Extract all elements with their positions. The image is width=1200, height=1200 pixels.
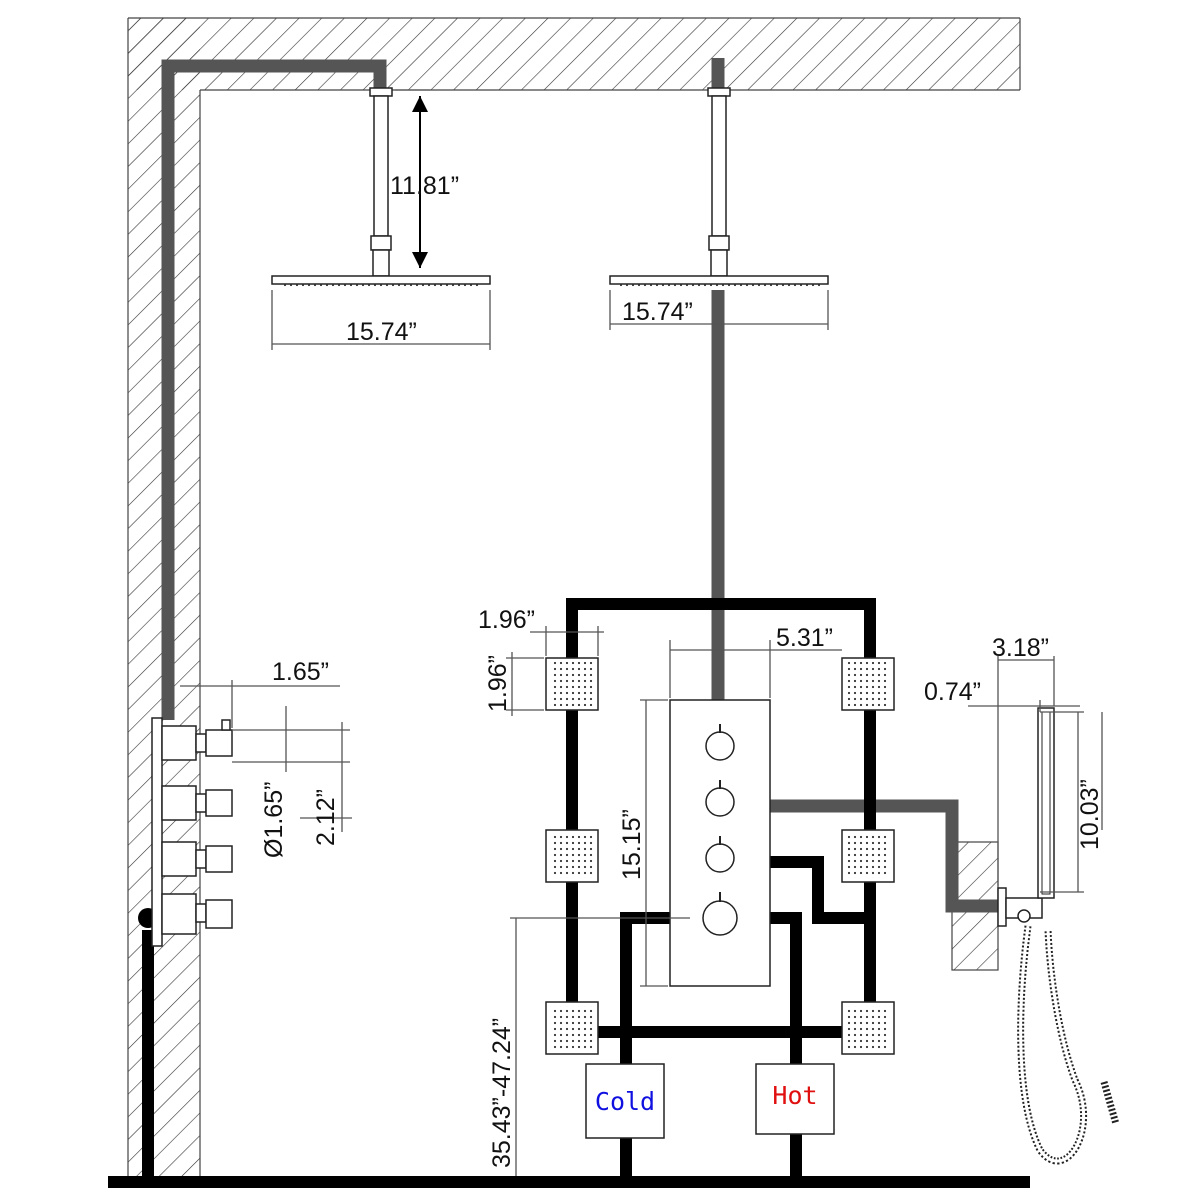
knob-side-icon <box>195 789 233 817</box>
dim-holder-depth: 0.74” <box>924 678 981 706</box>
knob-side-icon <box>195 845 233 873</box>
handheld-shower <box>997 707 1120 1165</box>
ceiling-wall <box>128 17 1021 91</box>
body-jets <box>545 657 895 1055</box>
dim-jet-height: 1.96” <box>484 655 512 712</box>
valve-panel <box>669 699 771 987</box>
dim-handheld-offset: 3.18” <box>992 634 1049 662</box>
shower-head-left <box>271 275 491 288</box>
dim-knob-spacing: 2.12” <box>312 789 340 846</box>
body-jet-icon <box>545 829 599 883</box>
body-jet-icon <box>841 829 895 883</box>
body-jet-icon <box>545 1001 599 1055</box>
body-jet-icon <box>841 1001 895 1055</box>
cold-label: Cold <box>595 1087 655 1116</box>
hot-label: Hot <box>772 1081 817 1110</box>
dim-head-right-width: 15.74” <box>622 298 693 326</box>
pipe-handheld-feed <box>770 799 998 913</box>
dim-panel-height: 15.15” <box>618 809 646 880</box>
dim-side-protrusion: 1.65” <box>272 658 329 686</box>
knob-icon <box>705 724 735 761</box>
shower-arm-right <box>707 87 731 277</box>
knob-icon <box>705 836 735 873</box>
knob-icon <box>702 892 738 936</box>
dimension-lines <box>180 89 1103 1176</box>
pipe-left-ceiling <box>161 59 387 720</box>
knob-side-icon <box>195 899 233 929</box>
floor-line <box>108 1176 1030 1188</box>
valve-side-view <box>151 717 233 947</box>
dim-valve-height: 35.43”-47.24” <box>488 1018 516 1168</box>
dim-jet-width: 1.96” <box>478 606 535 634</box>
knob-icon <box>705 780 735 817</box>
hot-inlet: Hot <box>755 1063 835 1135</box>
cold-inlet: Cold <box>585 1063 665 1139</box>
shower-arm-left <box>369 87 393 277</box>
dim-head-left-width: 15.74” <box>346 318 417 346</box>
dim-knob-diameter: Ø1.65” <box>260 782 288 858</box>
knob-side-icon <box>195 729 233 757</box>
dim-handheld-length: 10.03” <box>1076 779 1104 850</box>
body-jet-icon <box>841 657 895 711</box>
dim-panel-width: 5.31” <box>776 624 833 652</box>
dim-arm-drop: 11.81” <box>390 172 459 200</box>
body-jet-icon <box>545 657 599 711</box>
shower-head-right <box>609 275 829 288</box>
